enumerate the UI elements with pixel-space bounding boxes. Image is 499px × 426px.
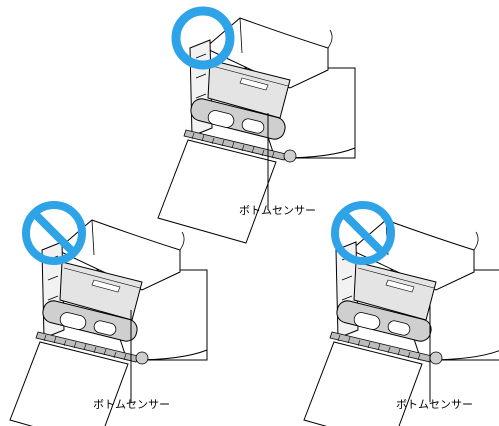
- bottom-sensor-label-1: ボトムセンサー: [239, 204, 316, 217]
- panel-wrong-left: ボトムセンサー: [9, 205, 208, 426]
- panel-wrong-right: ボトムセンサー: [303, 205, 499, 426]
- printer-illustration-3: [303, 219, 499, 426]
- panel-correct: ボトムセンサー: [157, 11, 356, 244]
- bottom-sensor-label-2: ボトムセンサー: [93, 398, 170, 411]
- bottom-sensor-label-3: ボトムセンサー: [396, 398, 473, 411]
- printer-illustration-2: [9, 219, 208, 426]
